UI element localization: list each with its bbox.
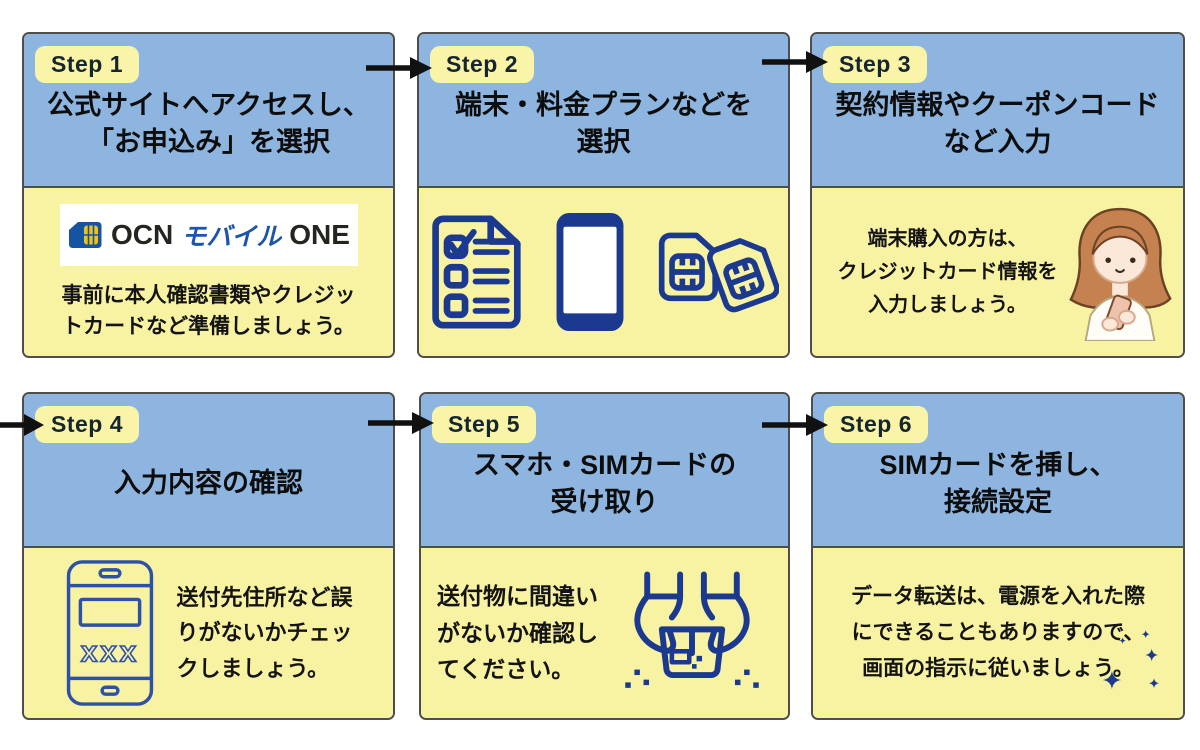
step-6-note: データ転送は、電源を入れた際 にできることもありますので、 画面の指示に従いまし… [851,585,1145,680]
step-5-badge: Step 5 [432,406,537,443]
step-5-body: 送付物に間違い がないか確認し てください。 [421,548,788,718]
step-6-body: データ転送は、電源を入れた際 にできることもありますので、 画面の指示に従いまし… [813,548,1183,718]
sim-cards-icon [658,232,779,313]
step-1-header: Step 1 公式サイトへアクセスし、 「お申込み」を選択 [24,34,393,188]
step-6-header: Step 6 SIMカードを挿し、 接続設定 [813,394,1183,548]
step-4-badge: Step 4 [35,406,140,443]
woman-with-phone-illustration [1069,207,1172,341]
step-3-card: Step 3 契約情報やクーポンコード など入力 端末購入の方は、 クレジットカ… [810,32,1185,358]
step-3-badge: Step 3 [823,46,928,83]
logo-text-ocn: OCN [111,218,174,250]
step-4-body: xxx 送付先住所など誤 りがないかチェッ クしましょう。 [24,548,393,718]
step-6-title: SIMカードを挿し、 接続設定 [879,449,1117,517]
step-2-title: 端末・料金プランなどを 選択 [455,89,752,157]
arrow-step1-to-step2 [366,55,432,86]
step-6-badge: Step 6 [824,406,929,443]
step-3-title: 契約情報やクーポンコード など入力 [835,89,1160,157]
step-5-header: Step 5 スマホ・SIMカードの 受け取り [421,394,788,548]
step-5-note: 送付物に間違い がないか確認し てください。 [437,582,598,683]
step-4-title: 入力内容の確認 [114,468,303,499]
step-4-header: Step 4 入力内容の確認 [24,394,393,548]
step-2-card: Step 2 端末・料金プランなどを 選択 [417,32,790,358]
sparkles-icon [1102,630,1160,690]
arrow-step4-to-step5 [368,410,434,441]
sim-card-logo-icon [69,221,102,248]
step-2-badge: Step 2 [430,46,535,83]
step-4-card: Step 4 入力内容の確認 xxx 送付先住所など誤 りがないかチェッ クしま… [22,392,395,720]
logo-text-one: ONE [289,218,350,250]
step-3-note: 端末購入の方は、 クレジットカード情報を 入力しましょう。 [837,227,1058,316]
logo-text-mobile: モバイル [181,222,282,251]
step-5-card: Step 5 スマホ・SIMカードの 受け取り 送付物に間違い がないか確認し … [419,392,790,720]
phone-screen-label: xxx [81,636,139,669]
checklist-icon [432,215,521,329]
step-6-card: Step 6 SIMカードを挿し、 接続設定 データ転送は、電源を入れた際 にで… [811,392,1185,720]
arrow-step5-to-step6 [762,412,828,443]
step-3-body: 端末購入の方は、 クレジットカード情報を 入力しましょう。 [812,188,1183,356]
step-1-note: 事前に本人確認書類やクレジッ トカードなど準備しましょう。 [61,283,356,339]
step-3-header: Step 3 契約情報やクーポンコード など入力 [812,34,1183,188]
hands-holding-package-icon [625,571,759,688]
arrow-step2-to-step3 [762,49,828,80]
step-2-body [419,188,788,356]
step-1-badge: Step 1 [35,46,140,83]
arrow-into-step4 [0,412,44,443]
step-1-title: 公式サイトへアクセスし、 「お申込み」を選択 [47,89,370,157]
step-2-header: Step 2 端末・料金プランなどを 選択 [419,34,788,188]
smartphone-confirm-icon: xxx [67,560,154,706]
step-4-note: 送付先住所など誤 りがないかチェッ クしましょう。 [176,585,353,681]
step-5-title: スマホ・SIMカードの 受け取り [472,449,737,517]
smartphone-icon [556,212,624,332]
